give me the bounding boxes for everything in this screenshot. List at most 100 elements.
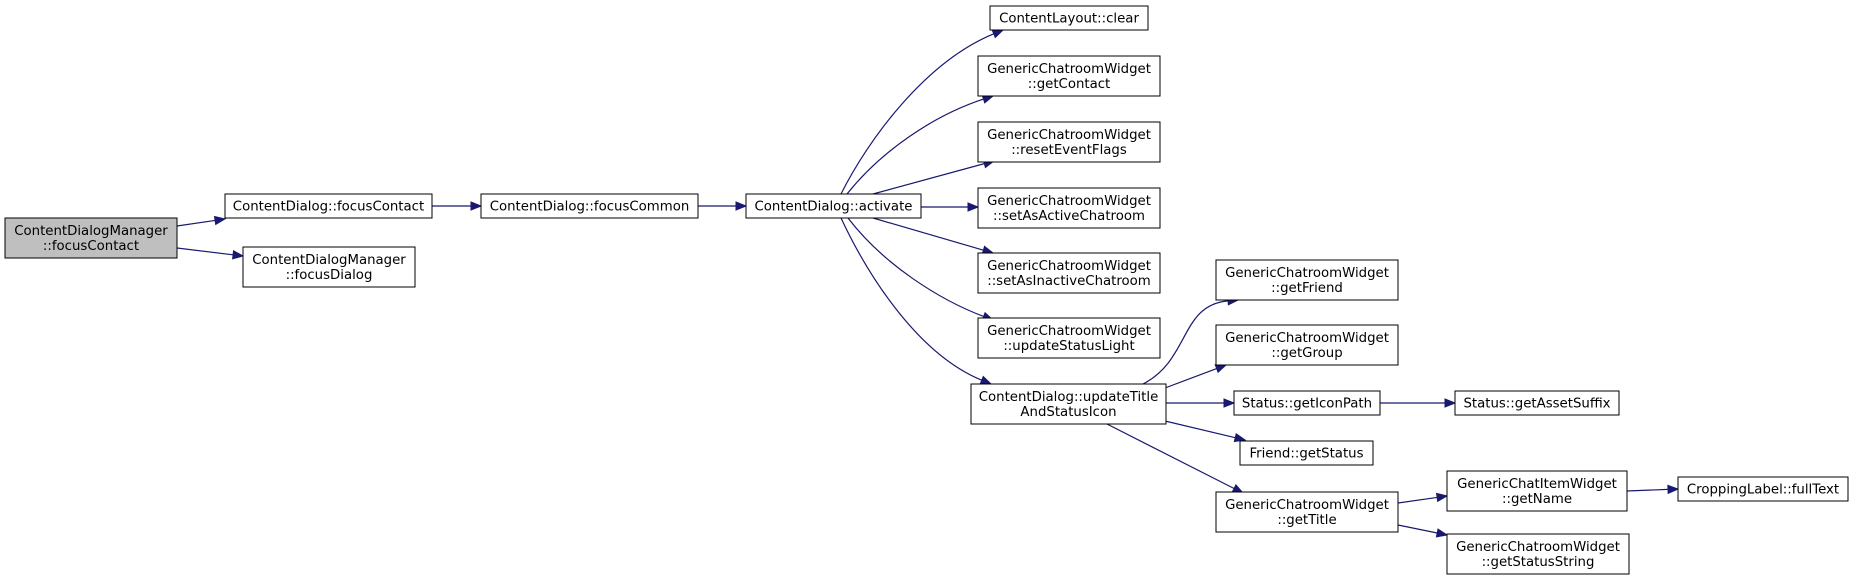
node-label-line: ::getTitle <box>1277 513 1336 528</box>
node-label-line: GenericChatroomWidget <box>987 128 1151 143</box>
node-gcw-resetEventFlags[interactable]: GenericChatroomWidget::resetEventFlags <box>977 121 1161 163</box>
node-label-line: AndStatusIcon <box>1020 405 1116 420</box>
edge-arrowhead <box>1223 398 1236 408</box>
node-label-line: ::getStatusString <box>1482 555 1595 570</box>
edge-cd-activate-to-cd-updateTitle <box>840 217 993 385</box>
node-gcw-updateStatusLight[interactable]: GenericChatroomWidget::updateStatusLight <box>977 317 1161 359</box>
node-cd-focusContact[interactable]: ContentDialog::focusContact <box>224 193 433 219</box>
node-label-line: CroppingLabel::fullText <box>1687 483 1839 498</box>
node-label-line: Status::getAssetSuffix <box>1463 397 1610 412</box>
node-label-line: ::getContact <box>1028 77 1111 92</box>
node-box <box>1446 533 1630 575</box>
edge-cd-updateTitle-to-gcw-getGroup <box>1164 364 1228 389</box>
edge-cd-updateTitle-to-st-getIconPath <box>1166 398 1236 408</box>
edge-line <box>176 247 234 256</box>
node-label-line: Friend::getStatus <box>1249 447 1363 462</box>
node-gcw-getContact[interactable]: GenericChatroomWidget::getContact <box>977 55 1161 97</box>
node-label-line: GenericChatroomWidget <box>987 324 1151 339</box>
edge-gcw-getTitle-to-gcw-getStatusString <box>1397 524 1449 538</box>
node-gcw-setAsActive[interactable]: GenericChatroomWidget::setAsActiveChatro… <box>977 187 1161 229</box>
edge-cd-activate-to-gcw-setAsActive <box>921 202 980 212</box>
edge-gciw-getName-to-cl-fullText <box>1626 484 1680 495</box>
node-box <box>970 383 1167 425</box>
edge-arrowhead <box>213 215 227 226</box>
node-box <box>1215 324 1399 366</box>
node-label-line: GenericChatroomWidget <box>987 194 1151 209</box>
node-label-line: ::focusDialog <box>286 268 373 283</box>
node-gcw-getStatusString[interactable]: GenericChatroomWidget::getStatusString <box>1446 533 1630 575</box>
node-box <box>745 193 922 219</box>
edge-arrowhead <box>735 201 748 211</box>
node-box <box>989 5 1149 31</box>
edge-line <box>847 217 984 318</box>
node-box <box>977 55 1161 97</box>
edge-cd-activate-to-cl-clear <box>840 29 1005 195</box>
node-label-line: ContentDialog::focusCommon <box>490 200 690 215</box>
node-cdm-focusDialog[interactable]: ContentDialogManager::focusDialog <box>242 246 416 288</box>
node-box <box>977 317 1161 359</box>
node-box <box>480 193 699 219</box>
node-label-line: ::focusContact <box>43 239 139 254</box>
edge-arrowhead <box>967 202 980 212</box>
node-label-line: GenericChatroomWidget <box>1225 498 1389 513</box>
edge-cd-updateTitle-to-fr-getStatus <box>1164 420 1247 443</box>
edge-st-getIconPath-to-st-getAssetSuffix <box>1380 398 1457 408</box>
node-label-line: ContentDialog::focusContact <box>233 200 424 215</box>
edge-line <box>872 163 985 195</box>
node-cd-focusCommon[interactable]: ContentDialog::focusCommon <box>480 193 699 219</box>
edge-cdm-focusContact-to-cdm-focusDialog <box>176 247 245 260</box>
edge-cd-activate-to-gcw-updateStatusLight <box>847 217 995 321</box>
node-cdm-focusContact[interactable]: ContentDialogManager::focusContact <box>4 217 178 259</box>
node-gciw-getName[interactable]: GenericChatItemWidget::getName <box>1446 470 1628 512</box>
node-label-line: ContentDialogManager <box>14 224 168 239</box>
node-label-line: GenericChatroomWidget <box>987 259 1151 274</box>
node-box <box>1215 491 1399 533</box>
edge-line <box>1397 524 1438 534</box>
node-label-line: GenericChatroomWidget <box>1456 540 1620 555</box>
edge-cdm-focusContact-to-cd-focusContact <box>176 215 227 227</box>
node-cd-activate[interactable]: ContentDialog::activate <box>745 193 922 219</box>
edge-line <box>1626 488 1669 492</box>
edge-arrowhead <box>1435 528 1449 538</box>
node-label-line: ContentDialog::updateTitle <box>979 390 1159 405</box>
node-box <box>1454 390 1620 416</box>
edge-arrowhead <box>1444 398 1457 408</box>
node-label-line: ::updateStatusLight <box>1003 339 1134 354</box>
edge-line <box>1106 423 1235 490</box>
node-box <box>977 252 1161 294</box>
node-box <box>224 193 433 219</box>
nodes-layer: ContentDialogManager::focusContactConten… <box>4 5 1849 575</box>
edge-arrowhead <box>1233 432 1247 443</box>
node-gcw-getGroup[interactable]: GenericChatroomWidget::getGroup <box>1215 324 1399 366</box>
edge-line <box>1142 300 1229 385</box>
edge-line <box>840 217 982 381</box>
edge-arrowhead <box>991 29 1005 39</box>
edge-line <box>872 217 984 251</box>
node-label-line: ContentDialogManager <box>252 253 406 268</box>
node-box <box>1239 440 1374 466</box>
node-box <box>1446 470 1628 512</box>
node-gcw-getTitle[interactable]: GenericChatroomWidget::getTitle <box>1215 491 1399 533</box>
node-label-line: ::setAsInactiveChatroom <box>987 274 1151 289</box>
node-box <box>4 217 178 259</box>
node-st-getAssetSuffix[interactable]: Status::getAssetSuffix <box>1454 390 1620 416</box>
node-label-line: ::resetEventFlags <box>1011 143 1127 158</box>
node-box <box>977 121 1161 163</box>
edge-line <box>176 219 216 227</box>
edge-line <box>840 33 994 195</box>
edge-cd-activate-to-gcw-resetEventFlags <box>872 159 996 195</box>
edge-cd-activate-to-gcw-getContact <box>846 94 995 195</box>
edge-gcw-getTitle-to-gciw-getName <box>1397 492 1449 504</box>
edge-line <box>1397 496 1438 504</box>
edge-arrowhead <box>1435 492 1449 503</box>
node-fr-getStatus[interactable]: Friend::getStatus <box>1239 440 1374 466</box>
edge-arrowhead <box>979 375 993 385</box>
node-label-line: ContentLayout::clear <box>999 12 1139 27</box>
node-gcw-setAsInactive[interactable]: GenericChatroomWidget::setAsInactiveChat… <box>977 252 1161 294</box>
node-gcw-getFriend[interactable]: GenericChatroomWidget::getFriend <box>1215 259 1399 301</box>
node-cl-fullText[interactable]: CroppingLabel::fullText <box>1677 476 1849 502</box>
node-cl-clear[interactable]: ContentLayout::clear <box>989 5 1149 31</box>
node-st-getIconPath[interactable]: Status::getIconPath <box>1233 390 1381 416</box>
